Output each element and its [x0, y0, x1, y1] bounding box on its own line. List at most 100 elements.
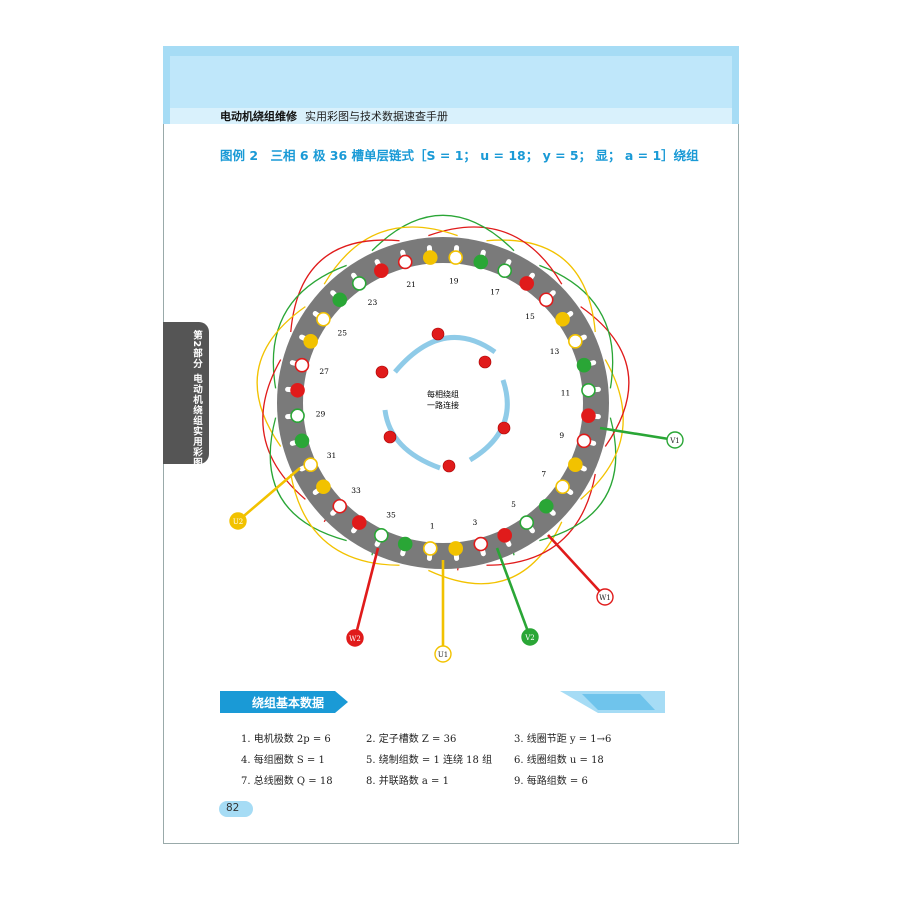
slot-conductor: [373, 528, 389, 543]
slot-conductor: [303, 457, 318, 473]
slot-conductor: [316, 311, 331, 327]
inner-group-node: [497, 421, 511, 435]
data-item: 8. 并联路数 a = 1: [366, 776, 449, 787]
terminal-label: V1: [669, 437, 680, 445]
slot-number-label: 9: [559, 431, 564, 440]
terminal-lead: [547, 534, 606, 598]
slot-conductor: [568, 333, 583, 349]
center-label-line2: 一路连接: [427, 400, 459, 410]
slot-number-label: 17: [490, 288, 500, 297]
slot-conductor: [294, 357, 310, 373]
slot-conductor: [397, 254, 413, 270]
slot-conductor: [294, 433, 310, 449]
side-tab: [163, 322, 209, 464]
terminal-label: W1: [599, 594, 611, 602]
slot-conductor: [519, 276, 535, 291]
slot-conductor: [473, 254, 489, 270]
terminal-lead: [599, 426, 676, 442]
inner-connection-diagram: [375, 327, 511, 473]
slot-conductor: [538, 498, 554, 514]
slot-conductor: [568, 457, 583, 473]
slot-number-label: 33: [351, 486, 361, 495]
terminal-label: U1: [438, 651, 448, 659]
page-number-badge: [219, 801, 253, 817]
data-item: 1. 电机极数 2p = 6: [241, 734, 331, 745]
slot-number-label: 1: [430, 522, 435, 531]
inner-group-node: [431, 327, 445, 341]
slot-conductor: [397, 536, 413, 552]
figure-title: 图例 2 三相 6 极 36 槽单层链式［S = 1； u = 18； y = …: [220, 148, 699, 163]
slot-conductor: [422, 541, 438, 556]
coil-end-arc: [256, 306, 306, 447]
slot-conductor: [448, 250, 464, 265]
data-item: 5. 绕制组数 = 1 连绕 18 组: [366, 755, 493, 766]
coil-end-arc: [486, 239, 596, 333]
coil-end-arc: [580, 306, 630, 447]
header-panel: [170, 56, 732, 110]
data-item: 9. 每路组数 = 6: [514, 776, 588, 787]
inner-arrow-arc: [382, 409, 441, 471]
coil-end-arc: [486, 473, 596, 566]
slot-number-label: 27: [319, 367, 329, 376]
slot-conductor: [473, 536, 489, 552]
slot-conductor: [576, 357, 592, 373]
slot-number-label: 35: [386, 510, 396, 519]
slot-number-label: 19: [449, 276, 459, 285]
terminal-u1: [434, 645, 452, 663]
book-title: 电动机绕组维修: [220, 110, 297, 123]
slot-conductor: [448, 541, 464, 556]
coil-end-arc: [272, 264, 347, 389]
terminal-u2: [229, 512, 247, 530]
slot-conductor: [422, 250, 438, 265]
inner-group-node: [442, 459, 456, 473]
slot-number-label: 11: [561, 388, 571, 397]
slot-conductor: [497, 263, 513, 278]
slot-conductor: [555, 311, 570, 327]
terminal-lead: [353, 547, 380, 639]
data-item: 3. 线圈节距 y = 1→6: [514, 734, 612, 745]
center-label-line1: 每相绕组: [427, 389, 459, 399]
side-tab-label: 第2部分 电动机绕组实用彩图: [191, 330, 202, 468]
slot-conductor: [576, 433, 592, 449]
slot-number-label: 25: [337, 328, 347, 337]
data-item: 2. 定子槽数 Z = 36: [366, 734, 457, 745]
coil-end-arc: [539, 264, 614, 389]
winding-data-list: 1. 电机极数 2p = 6 2. 定子槽数 Z = 36 3. 线圈节距 y …: [241, 730, 661, 787]
slot-conductor: [332, 498, 348, 514]
coil-end-arc: [371, 214, 515, 252]
coil-end-arc: [580, 359, 624, 500]
slot-number-label: 13: [550, 347, 560, 356]
coil-end-arc: [290, 473, 400, 566]
terminal-v1: [666, 431, 684, 449]
terminal-v2: [521, 628, 539, 646]
inner-group-node: [383, 430, 397, 444]
book-subtitle: 实用彩图与技术数据速查手册: [305, 110, 448, 123]
slot-conductor: [303, 333, 318, 349]
coil-end-arc: [539, 417, 617, 542]
slot-conductor: [316, 479, 331, 495]
slot-number-label: 23: [368, 298, 378, 307]
slot-conductor: [497, 528, 513, 543]
data-item: 7. 总线圈数 Q = 18: [241, 776, 333, 787]
coil-end-arc: [428, 521, 563, 585]
terminal-lead: [237, 467, 301, 522]
terminal-lead: [495, 547, 532, 638]
slot-conductor: [351, 515, 367, 530]
slot-number-label: 5: [511, 500, 516, 509]
slot-number-label: 15: [525, 312, 535, 321]
slot-number-label: 31: [327, 451, 337, 460]
slot-conductor: [581, 382, 596, 398]
data-item: 6. 线圈组数 u = 18: [514, 755, 604, 766]
slot-conductor: [332, 292, 348, 308]
slot-number-label: 3: [472, 518, 477, 527]
inner-group-node: [478, 355, 492, 369]
coil-end-arc: [323, 226, 458, 285]
inner-arrow-arc: [393, 334, 497, 374]
terminal-label: V2: [524, 634, 535, 642]
slot-conductor: [555, 479, 570, 495]
terminal-label: U2: [233, 518, 243, 526]
section-banner: [220, 691, 665, 713]
coil-end-arc: [269, 417, 347, 542]
